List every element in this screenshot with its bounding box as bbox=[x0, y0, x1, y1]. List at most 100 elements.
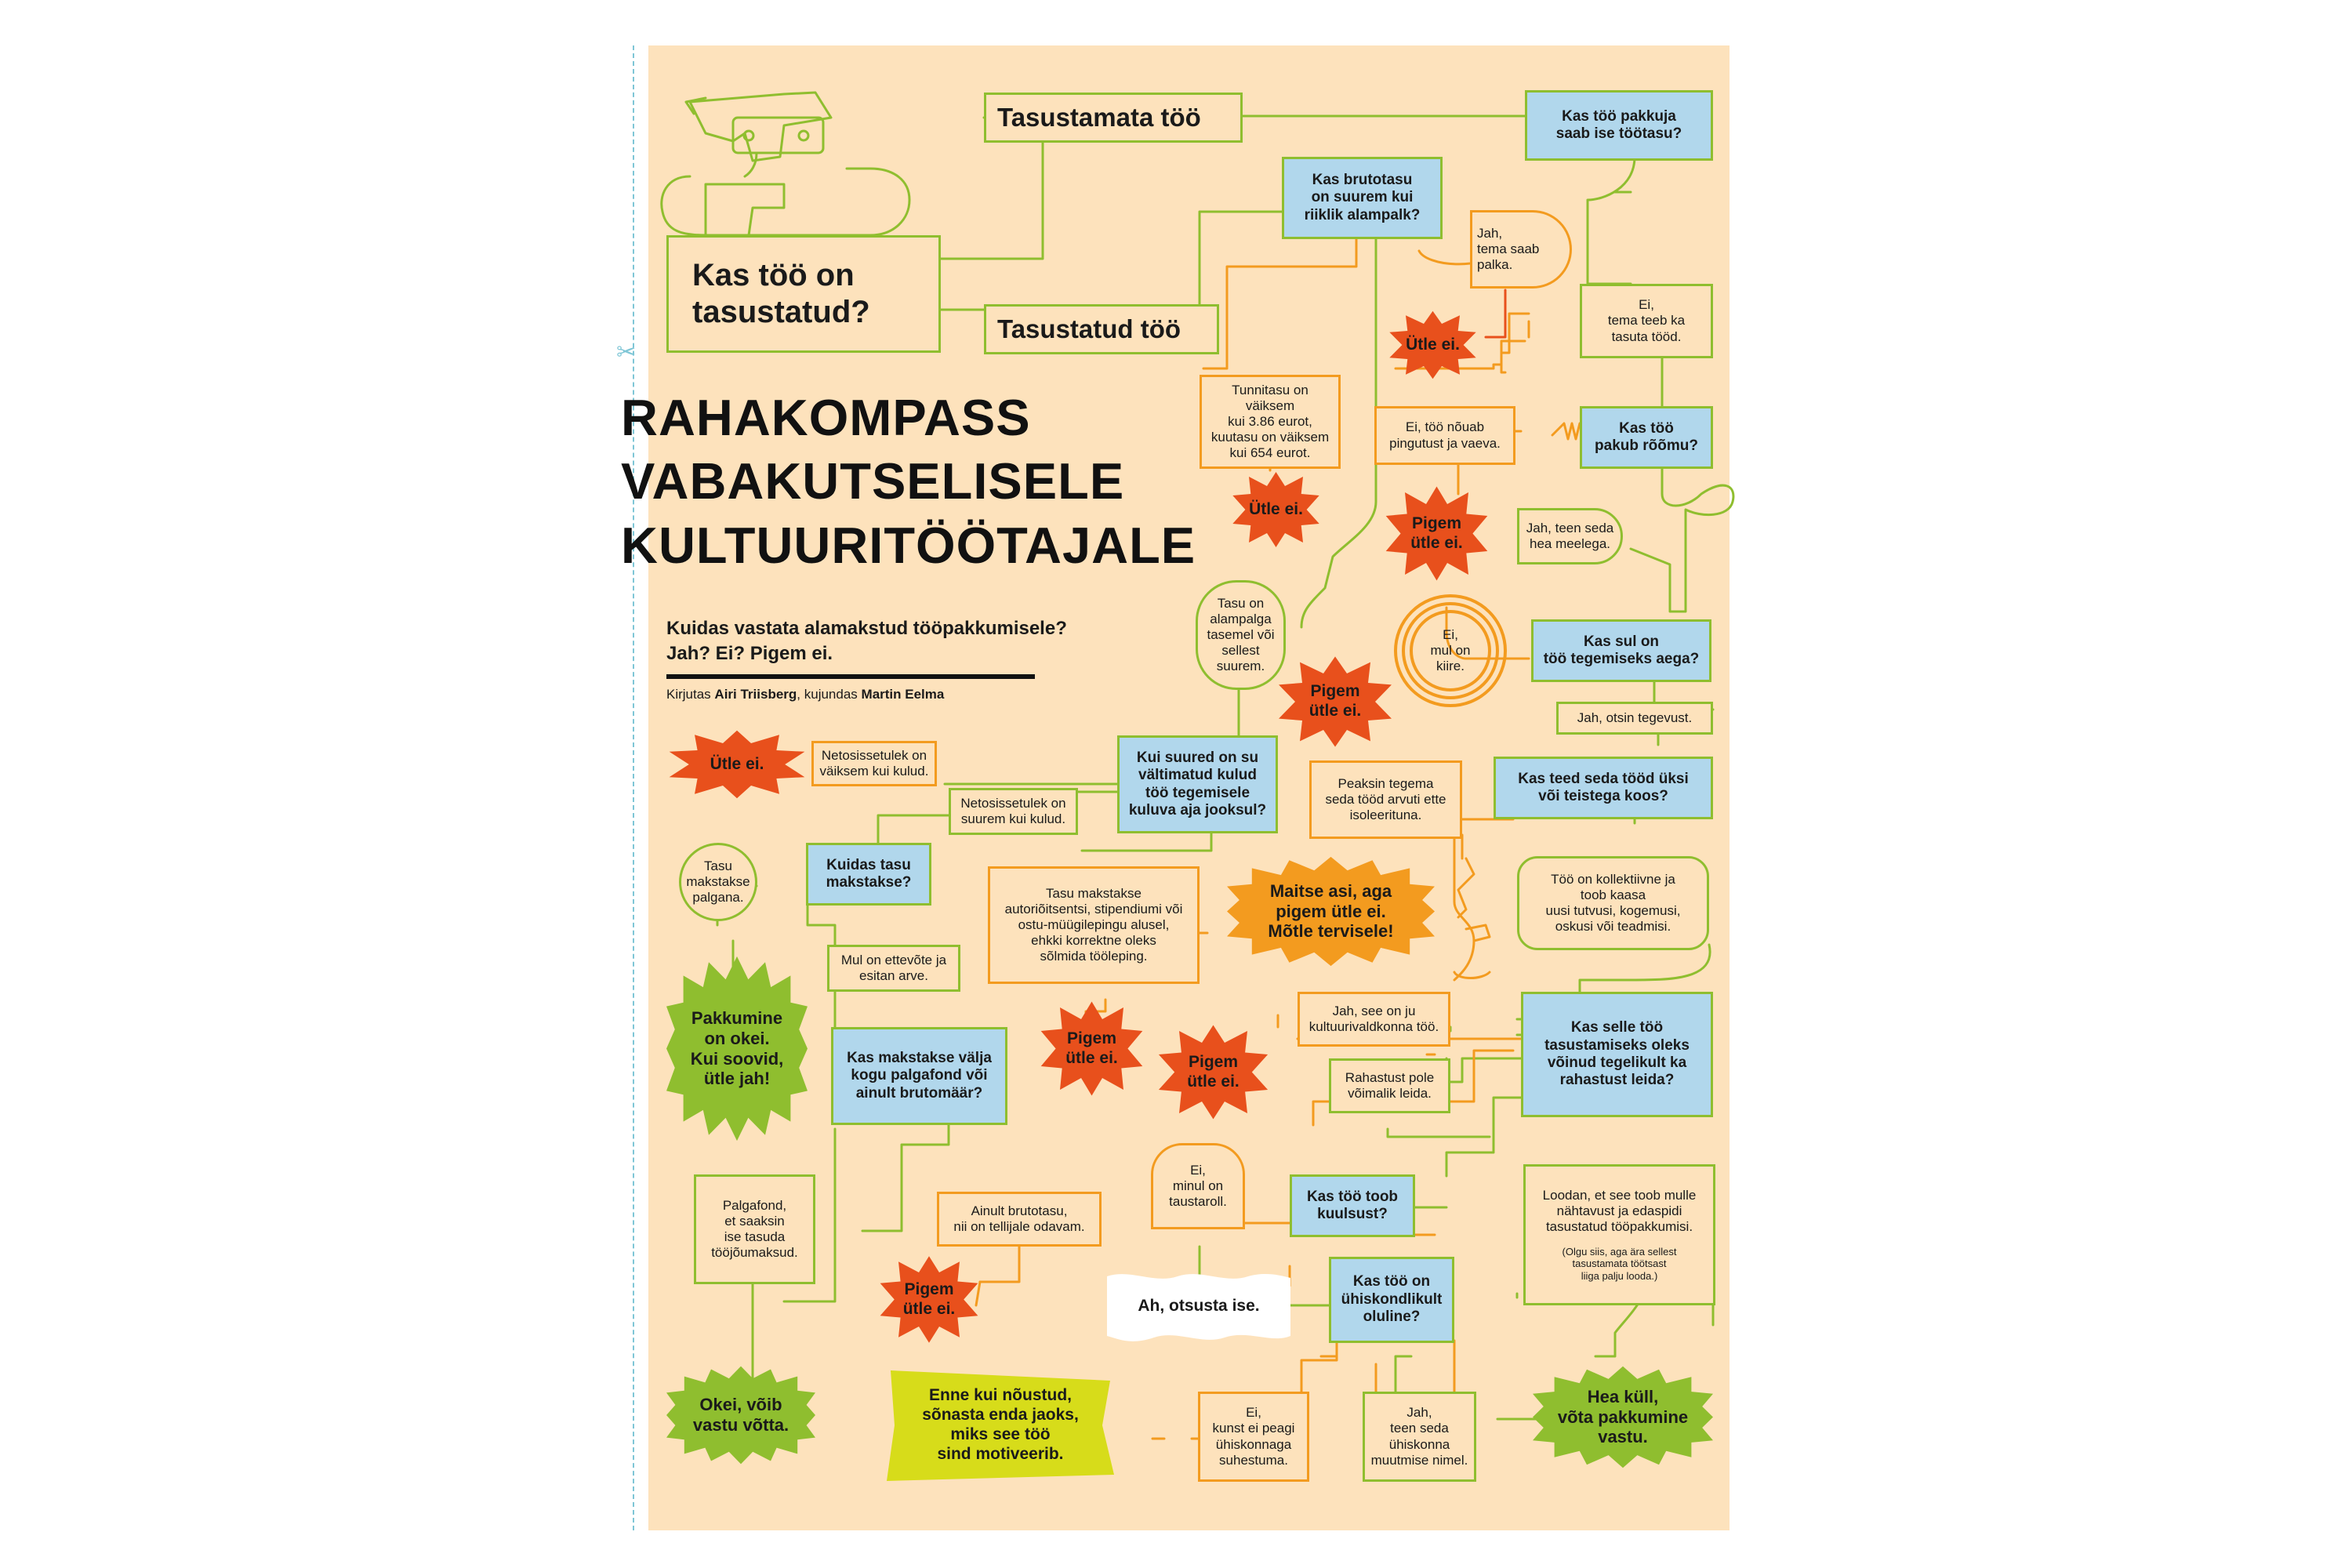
outcome-say-no-1-text: Ütle ei. bbox=[1406, 335, 1460, 354]
question-funding: Kas selle töö tasustamiseks oleks võinud… bbox=[1521, 992, 1713, 1117]
question-how-paid-text: Kuidas tasu makstakse? bbox=[826, 856, 912, 891]
outcome-rather-no-gross-text: Pigem ütle ei. bbox=[902, 1279, 956, 1318]
subtitle: Kuidas vastata alamakstud tööpakkumisele… bbox=[666, 618, 1067, 665]
outcome-fine-accept: Hea küll, võta pakkumine vastu. bbox=[1533, 1364, 1713, 1470]
start-question-text: Kas töö on tasustatud? bbox=[692, 257, 870, 329]
answer-social-yes: Jah, teen seda ühiskonna muutmise nimel. bbox=[1363, 1392, 1476, 1482]
answer-time-yes-text: Jah, otsin tegevust. bbox=[1577, 710, 1693, 725]
question-offerer-paid-text: Kas töö pakkuja saab ise töötasu? bbox=[1555, 107, 1682, 142]
outcome-ok-accept: Okei, võib vastu võtta. bbox=[666, 1364, 815, 1466]
outcome-motivate-text: Enne kui nõustud, sõnasta enda jaoks, mi… bbox=[922, 1386, 1079, 1463]
answer-no-funding-text: Rahastust pole võimalik leida. bbox=[1345, 1069, 1435, 1101]
red-star-shape bbox=[1385, 486, 1488, 581]
answer-fame-yes: Loodan, et see toob mulle nähtavust ja e… bbox=[1523, 1164, 1715, 1305]
outcome-rather-no-contract-text: Pigem ütle ei. bbox=[1065, 1029, 1118, 1067]
answer-time-no: Ei, mul on kiire. bbox=[1411, 612, 1490, 690]
answer-salary-text: Tasu makstakse palgana. bbox=[686, 858, 750, 906]
outcome-say-no-2: Ütle ei. bbox=[1231, 470, 1321, 549]
outcome-fine-accept-text: Hea küll, võta pakkumine vastu. bbox=[1557, 1386, 1689, 1447]
answer-time-no-text: Ei, mul on kiire. bbox=[1430, 626, 1471, 674]
answer-contract: Tasu makstakse autoriõitsentsi, stipendi… bbox=[988, 866, 1200, 984]
answer-salary: Tasu makstakse palgana. bbox=[679, 843, 757, 921]
answer-alone-text: Peaksin tegema seda tööd arvuti ette iso… bbox=[1325, 775, 1446, 823]
outcome-say-no-3: Ütle ei. bbox=[666, 729, 808, 800]
title-rule bbox=[666, 674, 1035, 679]
answer-gross-only-text: Ainult brutotasu, nii on tellijale odava… bbox=[953, 1203, 1085, 1234]
answer-invoice-text: Mul on ettevõte ja esitan arve. bbox=[840, 952, 947, 983]
question-gross-minimum-text: Kas brutotasu on suurem kui riiklik alam… bbox=[1304, 171, 1421, 223]
outcome-taste-text: Maitse asi, aga pigem ütle ei. Mõtle ter… bbox=[1268, 880, 1394, 942]
red-star-shape bbox=[880, 1256, 978, 1343]
green-star-shape bbox=[666, 956, 808, 1142]
outcome-rather-no-contract: Pigem ütle ei. bbox=[1039, 1000, 1145, 1098]
question-fund-text: Kas makstakse välja kogu palgafond või a… bbox=[847, 1049, 992, 1102]
page-title: RAHAKOMPASS VABAKUTSELISELE KULTUURITÖÖT… bbox=[621, 389, 1196, 574]
answer-social-no-text: Ei, kunst ei peagi ühiskonnaga suhestuma… bbox=[1212, 1405, 1295, 1468]
outcome-offer-ok-text: Pakkumine on okei. Kui soovid, ütle jah! bbox=[690, 1007, 784, 1089]
outcome-rather-no-gross: Pigem ütle ei. bbox=[878, 1254, 980, 1345]
answer-offerer-yes: Jah, tema saab palka. bbox=[1470, 210, 1572, 289]
outcome-ok-accept-text: Okei, võib vastu võtta. bbox=[692, 1395, 789, 1435]
answer-fame-note: (Olgu siis, aga ära sellest tasustamata … bbox=[1562, 1246, 1677, 1282]
outcome-rather-no-joy-text: Pigem ütle ei. bbox=[1410, 514, 1463, 552]
credits-prefix: Kirjutas bbox=[666, 687, 715, 702]
outcome-rather-no-time-text: Pigem ütle ei. bbox=[1308, 682, 1362, 720]
question-social: Kas töö on ühiskondlikult oluline? bbox=[1329, 1257, 1454, 1343]
question-offerer-paid: Kas töö pakkuja saab ise töötasu? bbox=[1525, 90, 1713, 161]
question-alone-text: Kas teed seda tööd üksi või teistega koo… bbox=[1518, 770, 1689, 804]
answer-fund-text: Palgafond, et saaksin ise tasuda tööjõum… bbox=[711, 1197, 798, 1261]
answer-contract-text: Tasu makstakse autoriõitsentsi, stipendi… bbox=[1004, 885, 1183, 964]
answer-fame-no: Ei, minul on taustaroll. bbox=[1151, 1143, 1245, 1229]
face-with-hand-icon bbox=[660, 91, 911, 237]
green-star-shape bbox=[666, 1366, 815, 1465]
question-joy-text: Kas töö pakub rõõmu? bbox=[1595, 419, 1698, 454]
question-fame: Kas töö toob kuulsust? bbox=[1290, 1174, 1415, 1237]
outcome-decide: Ah, otsusta ise. bbox=[1107, 1269, 1290, 1344]
answer-fame-no-text: Ei, minul on taustaroll. bbox=[1169, 1162, 1227, 1210]
outcome-rather-no-joy: Pigem ütle ei. bbox=[1384, 485, 1490, 583]
question-costs-text: Kui suured on su vältimatud kulud töö te… bbox=[1128, 749, 1267, 818]
outcome-taste: Maitse asi, aga pigem ütle ei. Mõtle ter… bbox=[1227, 855, 1435, 968]
red-star-shape bbox=[1158, 1025, 1269, 1120]
paid-work-box: Tasustatud töö bbox=[984, 304, 1219, 354]
answer-alone: Peaksin tegema seda tööd arvuti ette iso… bbox=[1309, 760, 1462, 839]
answer-gross-only: Ainult brutotasu, nii on tellijale odava… bbox=[937, 1192, 1102, 1247]
answer-social-yes-text: Jah, teen seda ühiskonna muutmise nimel. bbox=[1370, 1405, 1468, 1468]
answer-no-funding: Rahastust pole võimalik leida. bbox=[1329, 1058, 1450, 1113]
unpaid-work-box: Tasustamata töö bbox=[984, 93, 1243, 143]
decide-bubble bbox=[1107, 1273, 1290, 1341]
answer-together: Töö on kollektiivne ja toob kaasa uusi t… bbox=[1517, 856, 1709, 950]
answer-time-yes: Jah, otsin tegevust. bbox=[1556, 702, 1713, 735]
outcome-motivate: Enne kui nõustud, sõnasta enda jaoks, mi… bbox=[883, 1367, 1118, 1484]
credits: Kirjutas Airi Triisberg, kujundas Martin… bbox=[666, 687, 944, 702]
paid-work-box-text: Tasustatud töö bbox=[997, 314, 1181, 343]
answer-culture-text: Jah, see on ju kultuurivaldkonna töö. bbox=[1308, 1003, 1439, 1034]
unpaid-work-box-text: Tasustamata töö bbox=[997, 102, 1201, 132]
answer-social-no: Ei, kunst ei peagi ühiskonnaga suhestuma… bbox=[1198, 1392, 1309, 1482]
answer-fame-yes-text: Loodan, et see toob mulle nähtavust ja e… bbox=[1542, 1187, 1697, 1235]
question-fund: Kas makstakse välja kogu palgafond või a… bbox=[831, 1027, 1007, 1125]
outcome-decide-text: Ah, otsusta ise. bbox=[1138, 1296, 1260, 1315]
motivate-banner-shape bbox=[887, 1370, 1114, 1481]
red-star-shape bbox=[1279, 656, 1392, 747]
outcome-say-no-2-text: Ütle ei. bbox=[1249, 499, 1303, 518]
answer-offerer-no: Ei, tema teeb ka tasuta tööd. bbox=[1580, 284, 1713, 358]
green-star-shape bbox=[1533, 1366, 1713, 1468]
question-time-text: Kas sul on töö tegemiseks aega? bbox=[1543, 633, 1700, 667]
answer-joy-yes: Jah, teen seda hea meelega. bbox=[1517, 508, 1623, 564]
answer-invoice: Mul on ettevõte ja esitan arve. bbox=[827, 945, 960, 992]
question-how-paid: Kuidas tasu makstakse? bbox=[806, 843, 931, 906]
start-question: Kas töö on tasustatud? bbox=[666, 235, 941, 353]
outcome-say-no-3-text: Ütle ei. bbox=[710, 754, 764, 773]
scissors-icon: ✂ bbox=[616, 339, 637, 365]
credits-designer: Martin Eelma bbox=[861, 687, 945, 702]
outcome-offer-ok: Pakkumine on okei. Kui soovid, ütle jah! bbox=[666, 953, 808, 1145]
question-joy: Kas töö pakub rõõmu? bbox=[1580, 406, 1713, 469]
answer-joy-yes-text: Jah, teen seda hea meelega. bbox=[1526, 520, 1614, 551]
answer-net-more: Netosissetulek on suurem kui kulud. bbox=[949, 788, 1078, 835]
answer-offerer-no-text: Ei, tema teeb ka tasuta tööd. bbox=[1607, 297, 1686, 344]
outcome-say-no-1: Ütle ei. bbox=[1388, 310, 1478, 380]
red-star-shape bbox=[1389, 310, 1476, 379]
orange-star-shape bbox=[1227, 856, 1435, 967]
question-costs: Kui suured on su vältimatud kulud töö te… bbox=[1117, 735, 1278, 833]
